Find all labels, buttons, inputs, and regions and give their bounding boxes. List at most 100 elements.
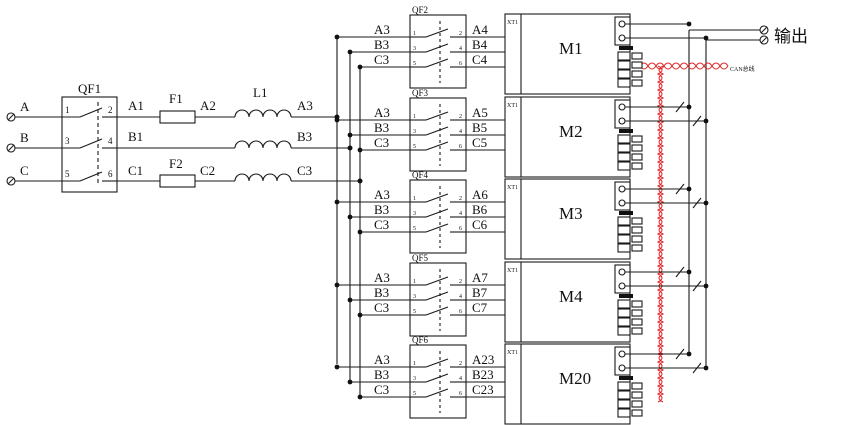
comm-connector-pin (617, 326, 631, 336)
wire-tick (675, 348, 685, 360)
tap-junction (347, 379, 353, 385)
tap-junction (357, 147, 363, 153)
comm-connector-pin (617, 161, 631, 171)
fuse-f2-label: F2 (169, 156, 183, 171)
breaker-output-label: B4 (472, 37, 488, 52)
comm-connector-pin (631, 162, 643, 170)
comm-connector-pin (631, 309, 643, 317)
breaker-input-label: B3 (374, 37, 389, 52)
comm-connector-pin (617, 243, 631, 253)
comm-plug (619, 294, 633, 298)
contact-blade (425, 111, 449, 121)
breaker-label: QF3 (412, 88, 429, 98)
wire-tick (675, 183, 685, 195)
output-buses (688, 29, 760, 366)
qf1-terminal-5: 5 (65, 169, 70, 179)
tap-junction (347, 49, 353, 55)
breaker-output-label: C6 (472, 217, 488, 232)
breaker-input-label: C3 (374, 300, 389, 315)
input-label-a: A (20, 99, 30, 114)
comm-connector-pin (617, 317, 631, 327)
main-breaker-qf1: QF1 1 2 3 4 5 6 (61, 81, 118, 193)
breaker-terminal: 6 (459, 61, 462, 67)
module-terminal-label: XT1 (507, 20, 518, 26)
breaker-terminal: 5 (413, 309, 416, 315)
comm-connector-pin (631, 235, 643, 243)
comm-connector-pin (631, 391, 643, 399)
comm-connector-pin (631, 318, 643, 326)
comm-plug (619, 46, 633, 50)
comm-connector-pin (631, 217, 643, 225)
tap-junction (334, 34, 340, 40)
fuse-f1: F1 A2 (159, 91, 235, 124)
comm-connector-pin (631, 300, 643, 308)
module-box (504, 96, 631, 178)
fuse-f2: F2 C2 (159, 156, 235, 188)
contact-blade (425, 141, 449, 151)
tap-junction (357, 394, 363, 400)
breaker-input-label: B3 (374, 285, 389, 300)
module-box (504, 178, 631, 260)
input-terminal-a: A (6, 99, 62, 122)
breaker-terminal: 2 (459, 361, 462, 367)
comm-connector-pin (617, 299, 631, 309)
comm-connector-pin (617, 60, 631, 70)
breaker-terminal: 5 (413, 226, 416, 232)
wire-tick (692, 362, 702, 374)
input-label-b: B (20, 130, 29, 145)
comm-connector-pin (617, 78, 631, 88)
contact-blade (425, 223, 449, 233)
can-bus: CAN总线 (639, 62, 755, 403)
breaker-terminal: 6 (459, 309, 462, 315)
breaker-output-label: B5 (472, 120, 487, 135)
comm-plug (619, 376, 633, 380)
module-name: M3 (559, 204, 583, 223)
contact-blade (425, 373, 449, 383)
breaker-input-label: C3 (374, 382, 389, 397)
comm-connector-pin (631, 61, 643, 69)
breaker-output-label: C4 (472, 52, 488, 67)
breaker-terminal: 5 (413, 144, 416, 150)
breaker-terminal: 4 (459, 46, 462, 52)
output-junction (686, 269, 692, 275)
comm-connector-pin (617, 143, 631, 153)
comm-connector-pin (631, 400, 643, 408)
line-label-c2: C2 (200, 163, 215, 178)
tap-junction (334, 117, 340, 123)
module-box (504, 13, 631, 95)
contact-blade (425, 126, 449, 136)
comm-connector-pin (631, 409, 643, 417)
breaker-terminal: 3 (413, 211, 416, 217)
comm-connector-pin (631, 382, 643, 390)
breaker-terminal: 1 (413, 196, 416, 202)
breaker-input-label: A3 (374, 352, 390, 367)
comm-connector-pin (631, 327, 643, 335)
breaker-input-label: A3 (374, 187, 390, 202)
breaker-output-label: C5 (472, 135, 487, 150)
breaker-terminal: 1 (413, 114, 416, 120)
breaker-input-label: B3 (374, 367, 389, 382)
qf1-terminal-2: 2 (108, 105, 113, 115)
comm-connector-pin (617, 51, 631, 61)
breaker-input-label: B3 (374, 202, 389, 217)
breaker-output-label: C23 (472, 382, 494, 397)
breaker-terminal: 2 (459, 279, 462, 285)
contact-blade (425, 208, 449, 218)
module-box (504, 261, 631, 343)
qf1-terminal-1: 1 (65, 105, 70, 115)
comm-connector-pin (617, 308, 631, 318)
breaker-output-label: C7 (472, 300, 488, 315)
contact-blade (425, 276, 449, 286)
contact-blade (425, 358, 449, 368)
breaker-terminal: 1 (413, 31, 416, 37)
comm-connector-pin (631, 226, 643, 234)
breaker-terminal: 3 (413, 294, 416, 300)
module-terminal-label: XT1 (507, 185, 518, 191)
breaker-input-label: C3 (374, 52, 389, 67)
module-terminal-label: XT1 (507, 350, 518, 356)
